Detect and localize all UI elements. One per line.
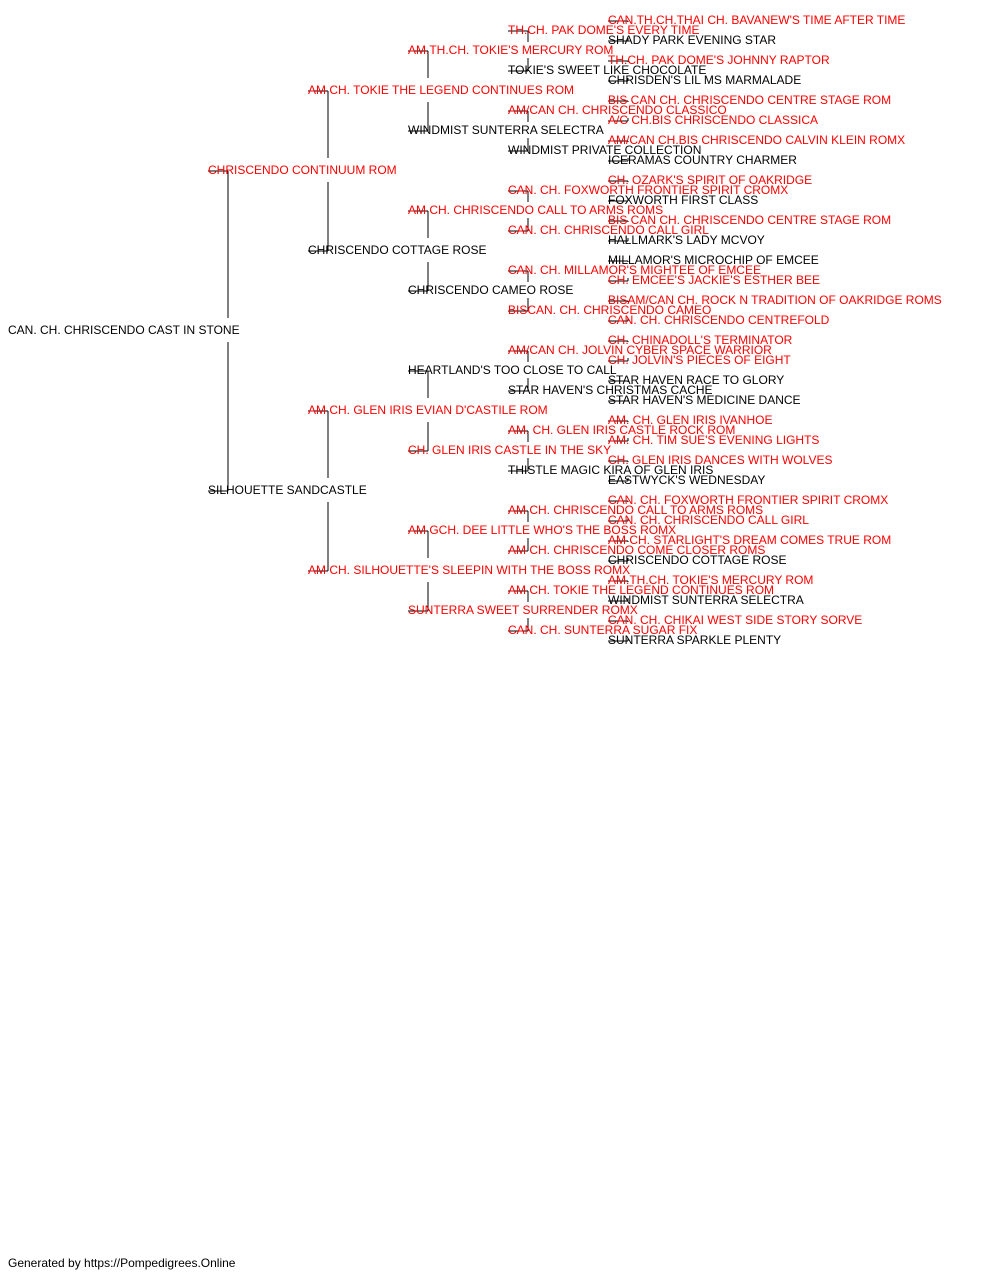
ancestor-name[interactable]: CH. JOLVIN'S PIECES OF EIGHT [608,353,791,367]
ancestor-name[interactable]: CAN. CH. CHRISCENDO CENTREFOLD [608,313,830,327]
ancestor-name[interactable]: THISTLE MAGIC KIRA OF GLEN IRIS [508,463,713,477]
ancestor-name[interactable]: CAN. CH. CHIKAI WEST SIDE STORY SORVE [608,613,862,627]
ancestor-name[interactable]: CH. GLEN IRIS CASTLE IN THE SKY [408,443,611,457]
ancestor-name[interactable]: SILHOUETTE SANDCASTLE [208,483,367,497]
ancestor-name[interactable]: TH.CH. PAK DOME'S EVERY TIME [508,23,699,37]
ancestor-name[interactable]: CAN. CH. SUNTERRA SUGAR FIX [508,623,697,637]
subject-dog-name[interactable]: CAN. CH. CHRISCENDO CAST IN STONE [8,323,240,337]
ancestor-name[interactable]: HALLMARK'S LADY MCVOY [608,233,765,247]
ancestor-name[interactable]: SHADY PARK EVENING STAR [608,33,776,47]
ancestor-name[interactable]: AM. CH. GLEN IRIS CASTLE ROCK ROM [508,423,735,437]
ancestor-name[interactable]: CH. GLEN IRIS DANCES WITH WOLVES [608,453,832,467]
ancestor-name[interactable]: WINDMIST SUNTERRA SELECTRA [408,123,604,137]
ancestor-name[interactable]: CH. OZARK'S SPIRIT OF OAKRIDGE [608,173,812,187]
ancestor-name[interactable]: AM CH. SILHOUETTE'S SLEEPIN WITH THE BOS… [308,563,630,577]
ancestor-name[interactable]: AM/CAN CH. CHRISCENDO CLASSICO [508,103,727,117]
ancestor-name[interactable]: TOKIE'S SWEET LIKE CHOCOLATE [508,63,706,77]
ancestor-name[interactable]: AM CH. STARLIGHT'S DREAM COMES TRUE ROM [608,533,891,547]
ancestor-name[interactable]: AM. CH. TIM SUE'S EVENING LIGHTS [608,433,819,447]
ancestor-name[interactable]: STAR HAVEN'S MEDICINE DANCE [608,393,801,407]
ancestor-name[interactable]: MILLAMOR'S MICROCHIP OF EMCEE [608,253,819,267]
ancestor-name[interactable]: CHRISCENDO COTTAGE ROSE [308,243,486,257]
ancestor-name[interactable]: WINDMIST SUNTERRA SELECTRA [608,593,804,607]
ancestor-name[interactable]: AM CH. CHRISCENDO CALL TO ARMS ROMS [508,503,763,517]
ancestor-name[interactable]: CH. EMCEE'S JACKIE'S ESTHER BEE [608,273,820,287]
ancestor-name[interactable]: FOXWORTH FIRST CLASS [608,193,758,207]
ancestor-name[interactable]: AM CH. TOKIE THE LEGEND CONTINUES ROM [508,583,774,597]
ancestor-name[interactable]: AM CH. CHRISCENDO COME CLOSER ROMS [508,543,765,557]
ancestor-name[interactable]: TH.CH. PAK DOME'S JOHNNY RAPTOR [608,53,830,67]
ancestor-name[interactable]: AM GCH. DEE LITTLE WHO'S THE BOSS ROMX [408,523,676,537]
ancestor-name[interactable]: AM. CH. GLEN IRIS IVANHOE [608,413,772,427]
ancestor-name[interactable]: CAN.TH.CH.THAI CH. BAVANEW'S TIME AFTER … [608,13,905,27]
ancestor-name[interactable]: STAR HAVEN'S CHRISTMAS CACHE [508,383,713,397]
ancestor-name[interactable]: CAN. CH. FOXWORTH FRONTIER SPIRIT CROMX [608,493,888,507]
ancestor-name[interactable]: AM.TH.CH. TOKIE'S MERCURY ROM [408,43,613,57]
ancestor-name[interactable]: CH. CHINADOLL'S TERMINATOR [608,333,793,347]
ancestor-name[interactable]: BISAM/CAN CH. ROCK N TRADITION OF OAKRID… [608,293,942,307]
ancestor-name[interactable]: BISCAN. CH. CHRISCENDO CAMEO [508,303,711,317]
ancestor-name[interactable]: CAN. CH. CHRISCENDO CALL GIRL [508,223,709,237]
footer-credit: Generated by https://Pompedigrees.Online [8,1256,236,1270]
ancestor-name[interactable]: BIS CAN CH. CHRISCENDO CENTRE STAGE ROM [608,213,891,227]
ancestor-name[interactable]: A/C CH.BIS CHRISCENDO CLASSICA [608,113,818,127]
ancestor-name[interactable]: AM CH. CHRISCENDO CALL TO ARMS ROMS [408,203,663,217]
ancestor-name[interactable]: WINDMIST PRIVATE COLLECTION [508,143,701,157]
ancestor-name[interactable]: CHRISCENDO CAMEO ROSE [408,283,573,297]
ancestor-name[interactable]: BIS CAN CH. CHRISCENDO CENTRE STAGE ROM [608,93,891,107]
ancestor-name[interactable]: AM/CAN CH.BIS CHRISCENDO CALVIN KLEIN RO… [608,133,905,147]
ancestor-name[interactable]: AM CH. TOKIE THE LEGEND CONTINUES ROM [308,83,574,97]
ancestor-name[interactable]: CHRISCENDO COTTAGE ROSE [608,553,786,567]
ancestor-name[interactable]: CAN. CH. FOXWORTH FRONTIER SPIRIT CROMX [508,183,788,197]
ancestor-name[interactable]: AM.TH.CH. TOKIE'S MERCURY ROM [608,573,813,587]
ancestor-name[interactable]: CHRISCENDO CONTINUUM ROM [208,163,397,177]
ancestor-name[interactable]: CHRISDEN'S LIL MS MARMALADE [608,73,801,87]
ancestor-name[interactable]: AM/CAN CH. JOLVIN CYBER SPACE WARRIOR [508,343,772,357]
ancestor-name[interactable]: STAR HAVEN RACE TO GLORY [608,373,784,387]
ancestor-name[interactable]: CAN. CH. MILLAMOR'S MIGHTEE OF EMCEE [508,263,761,277]
ancestor-name[interactable]: SUNTERRA SWEET SURRENDER ROMX [408,603,638,617]
ancestor-name[interactable]: SUNTERRA SPARKLE PLENTY [608,633,781,647]
ancestor-name[interactable]: HEARTLAND'S TOO CLOSE TO CALL [408,363,617,377]
ancestor-name[interactable]: ICERAMAS COUNTRY CHARMER [608,153,797,167]
ancestor-name[interactable]: EASTWYCK'S WEDNESDAY [608,473,765,487]
ancestor-name[interactable]: CAN. CH. CHRISCENDO CALL GIRL [608,513,809,527]
ancestor-name[interactable]: AM CH. GLEN IRIS EVIAN D'CASTILE ROM [308,403,548,417]
